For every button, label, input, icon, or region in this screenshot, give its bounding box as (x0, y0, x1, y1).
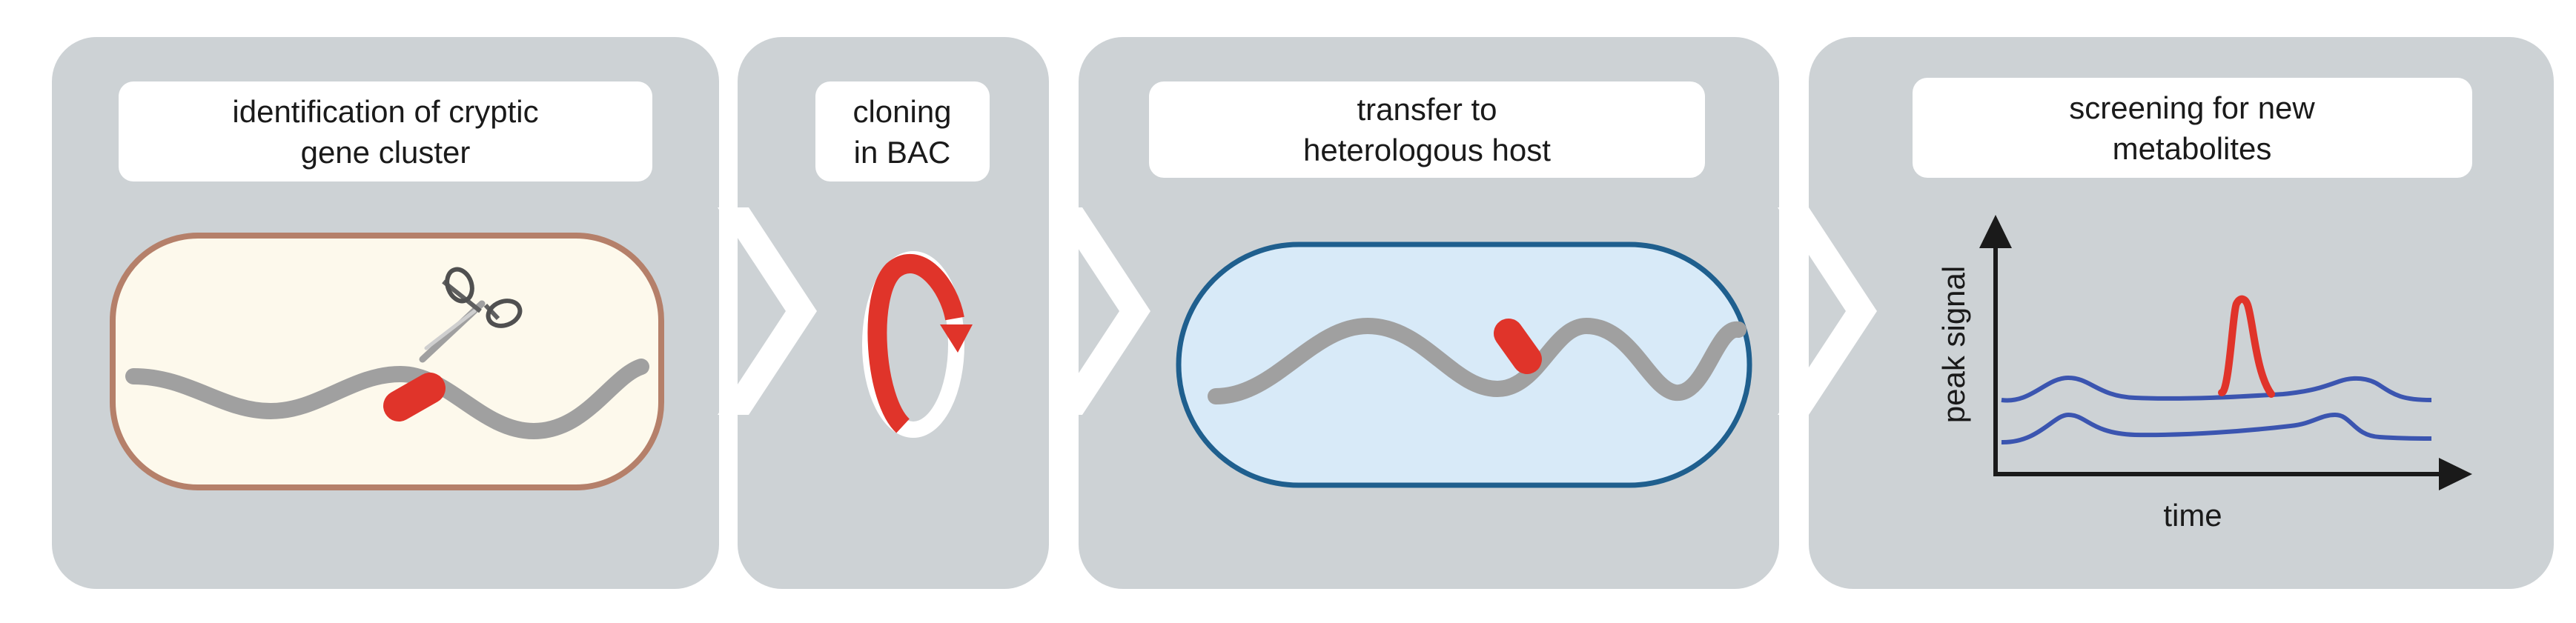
step2-label-box (815, 81, 990, 181)
arrow-chevron-1 (718, 207, 817, 415)
gene-cluster-segment (383, 373, 446, 422)
step4-label-line2: metabolites (2113, 131, 2272, 166)
x-axis-label: time (2163, 498, 2222, 533)
bac-plasmid-icon (862, 251, 973, 438)
step2-label-line1: cloning (852, 94, 951, 129)
x-axis-arrowhead (2439, 458, 2472, 490)
y-axis-arrowhead (1979, 215, 2012, 248)
step4-label-box (1913, 78, 2472, 178)
step3-label-box (1149, 81, 1705, 178)
step2-label-line2: in BAC (854, 135, 951, 170)
step4-label-line1: screening for new (2069, 90, 2315, 125)
producer-cell (110, 233, 664, 490)
arrow-chevron-3 (1778, 207, 1877, 415)
step1-label-line2: gene cluster (301, 135, 471, 170)
host-dna-strand (1208, 317, 1746, 404)
step3-label-line1: transfer to (1357, 92, 1497, 127)
trace-lower (2001, 412, 2432, 445)
dna-strand (125, 359, 649, 440)
host-gene-cluster-segment (1494, 319, 1542, 374)
step3-label-line2: heterologous host (1303, 133, 1551, 167)
y-axis-label: peak signal (1936, 266, 1971, 423)
trace-new-metabolite-peak (2218, 295, 2275, 398)
arrow-chevron-2 (1051, 207, 1150, 415)
step1-label-line1: identification of cryptic (232, 94, 538, 129)
step1-label-box (119, 81, 652, 181)
trace-upper (2001, 375, 2432, 403)
scissors-icon (419, 267, 523, 363)
screening-chart: peak signal time (1936, 215, 2472, 533)
host-cell (1176, 241, 1752, 488)
